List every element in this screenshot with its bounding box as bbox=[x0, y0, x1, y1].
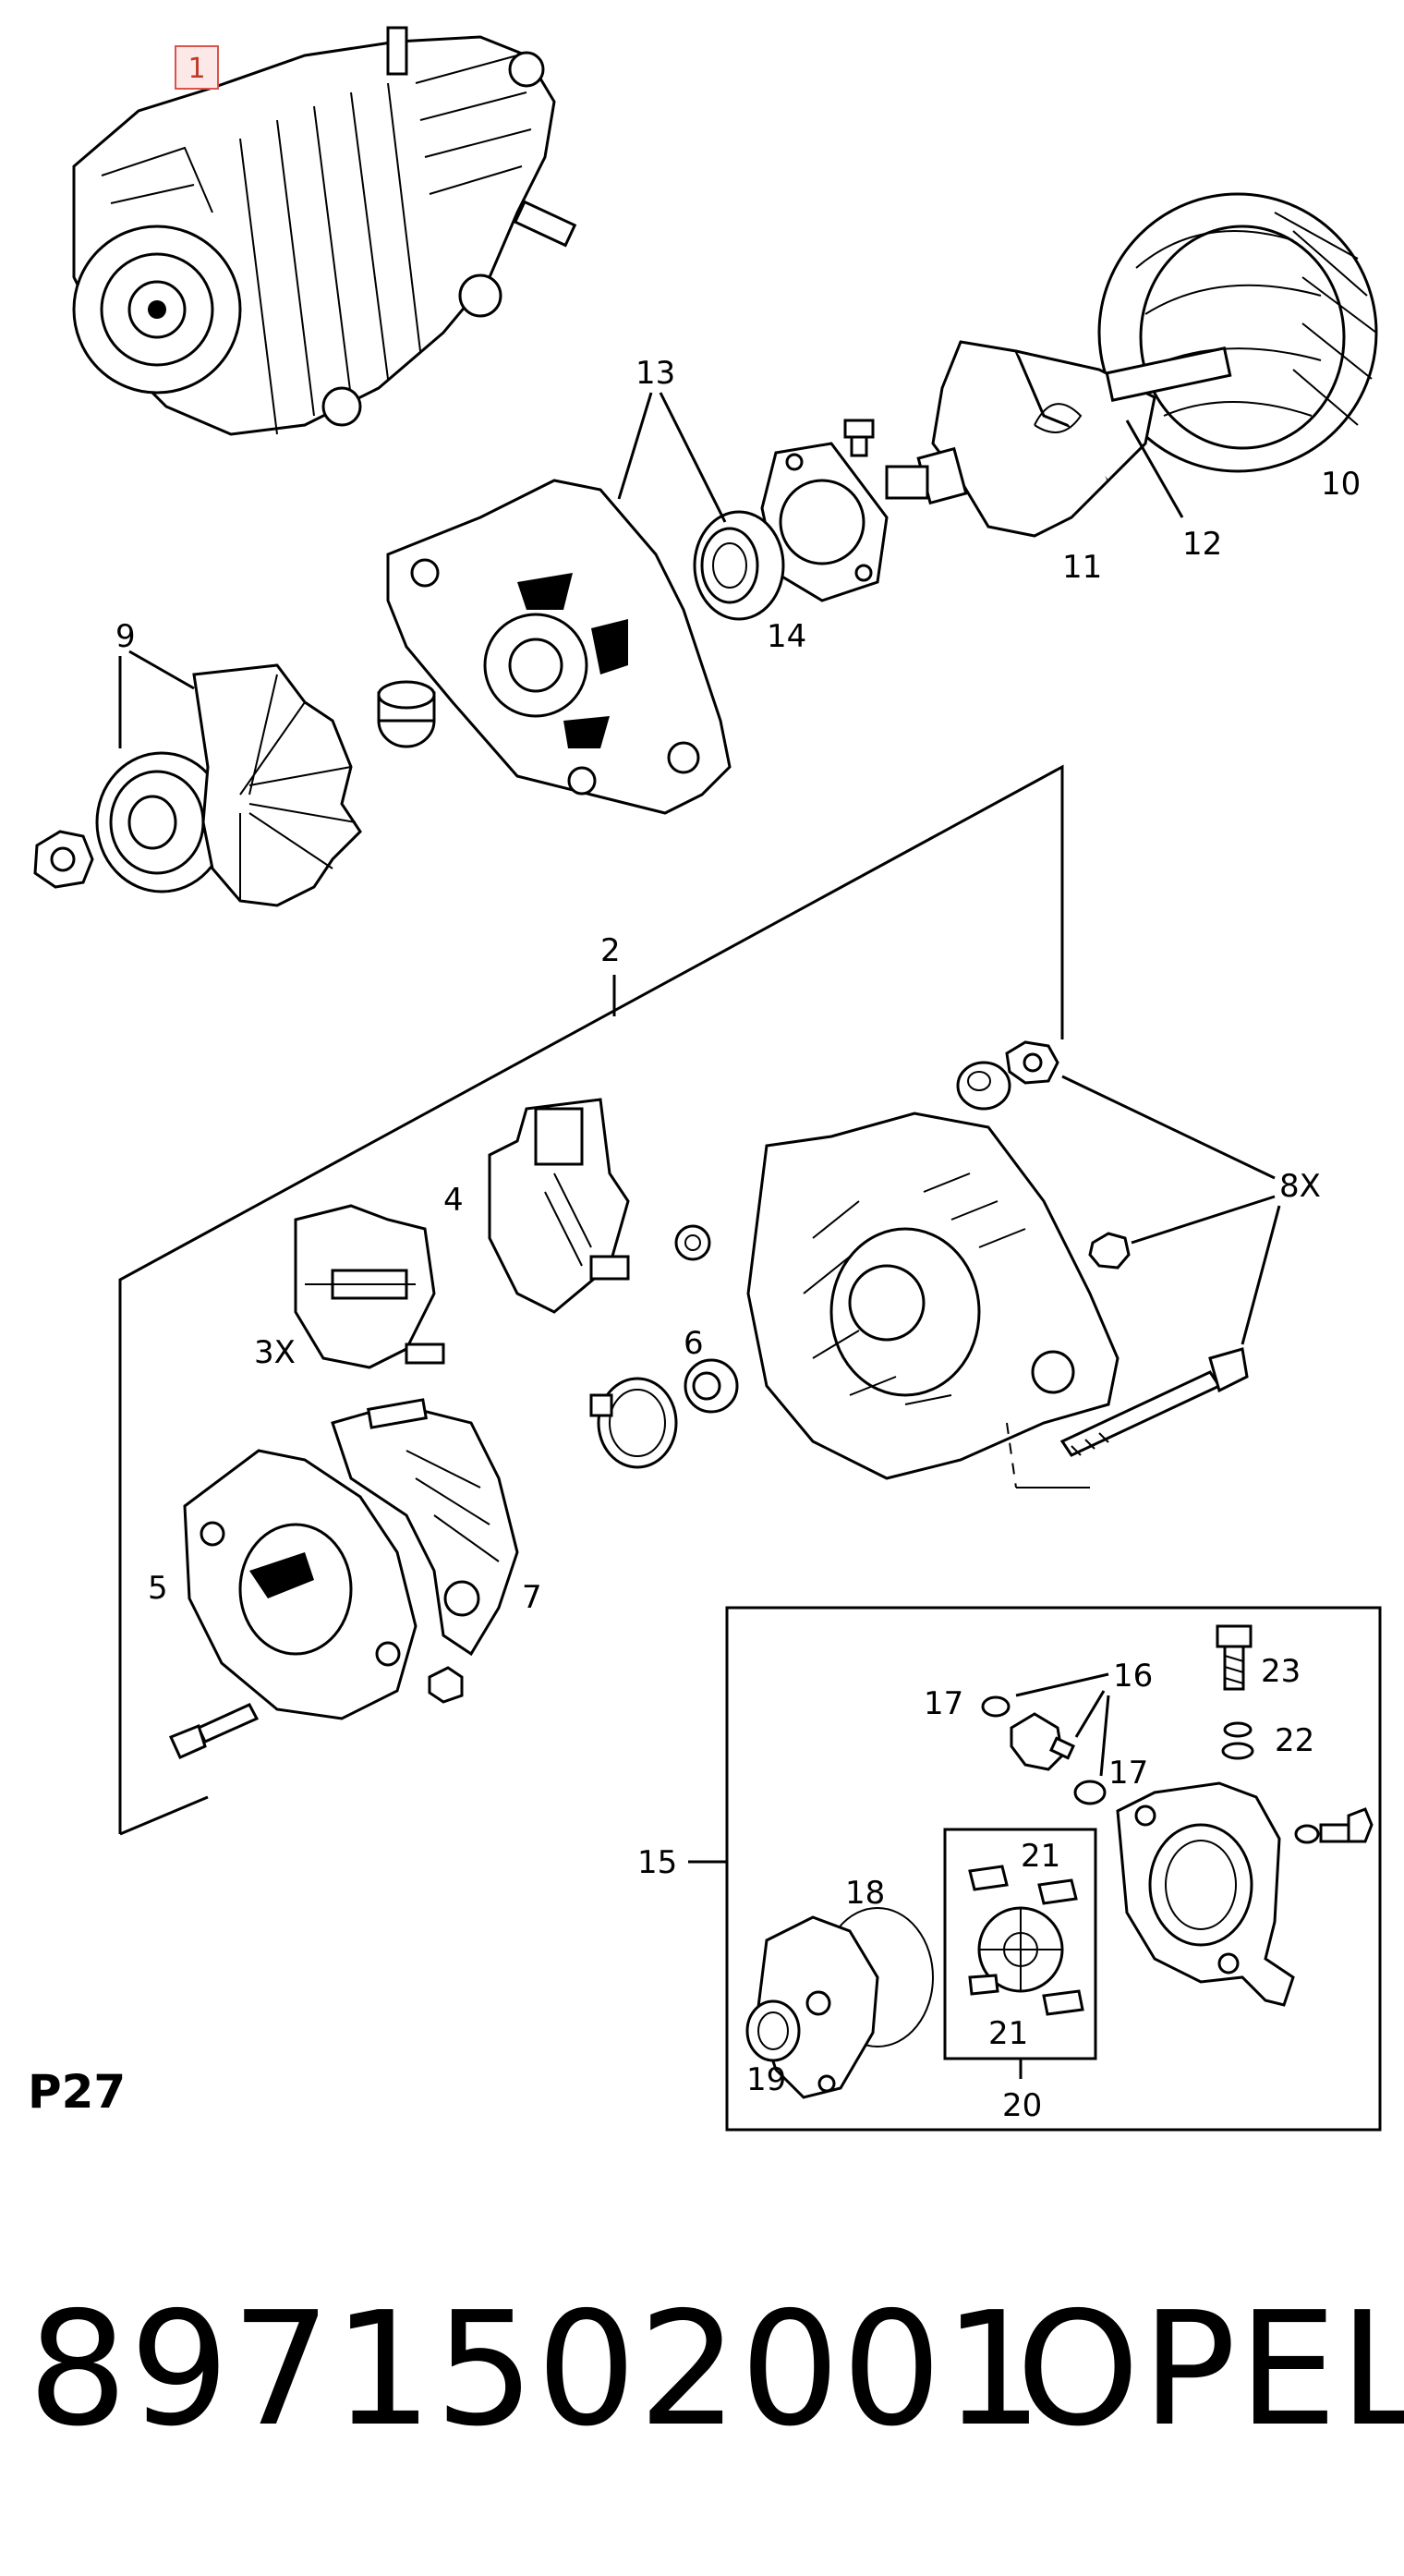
assembly-bracket-2 bbox=[118, 764, 1064, 1834]
label-12: 12 bbox=[1182, 526, 1222, 563]
drive-end-frame-illustration bbox=[386, 479, 732, 815]
pulley-nut-illustration bbox=[33, 830, 94, 889]
bushing-illustration bbox=[956, 1061, 1011, 1111]
pulley-fan-illustration bbox=[95, 663, 362, 907]
label-13: 13 bbox=[635, 355, 675, 392]
label-16: 16 bbox=[1113, 1658, 1153, 1695]
label-17-lower: 17 bbox=[1108, 1755, 1148, 1792]
brand-name: OPEL bbox=[1016, 2278, 1404, 2461]
washer-17-upper bbox=[981, 1695, 1011, 1718]
label-14: 14 bbox=[767, 618, 806, 655]
bearing-illustration bbox=[693, 510, 785, 621]
label-19: 19 bbox=[746, 2061, 786, 2098]
pump-rotor-illustration bbox=[968, 1865, 1084, 2016]
label-5: 5 bbox=[148, 1570, 168, 1607]
through-bolt-illustration bbox=[1059, 1347, 1249, 1457]
reference-tag bbox=[175, 45, 219, 90]
part-number: 8971502001 bbox=[28, 2278, 1046, 2461]
insulator-illustration bbox=[674, 1224, 711, 1261]
alternator-assembly-illustration bbox=[72, 26, 577, 436]
label-2: 2 bbox=[600, 932, 621, 969]
pump-cover-illustration bbox=[745, 1915, 879, 2099]
brush-holder-illustration bbox=[488, 1098, 630, 1314]
kit-box-15 bbox=[725, 1606, 1382, 2132]
cover-screw-illustration bbox=[428, 1666, 464, 1704]
label-6: 6 bbox=[684, 1325, 704, 1362]
small-nut-illustration bbox=[1088, 1232, 1131, 1270]
rotor-illustration bbox=[885, 340, 1232, 538]
label-20: 20 bbox=[1002, 2087, 1042, 2124]
label-4: 4 bbox=[443, 1182, 464, 1219]
cover-bolt-illustration bbox=[168, 1703, 260, 1759]
flange-nut-illustration bbox=[1005, 1040, 1059, 1085]
rectifier-illustration bbox=[331, 1398, 519, 1657]
spacer-sleeve-illustration bbox=[377, 680, 436, 748]
label-9: 9 bbox=[115, 618, 136, 655]
vacuum-pump-housing-illustration bbox=[1116, 1781, 1295, 2007]
label-10: 10 bbox=[1321, 466, 1361, 503]
assembly-bracket-2-bottom bbox=[119, 1795, 209, 1836]
screw-illustration bbox=[843, 419, 875, 457]
label-7: 7 bbox=[522, 1579, 542, 1616]
label-17-upper: 17 bbox=[924, 1685, 963, 1722]
label-23: 23 bbox=[1261, 1653, 1301, 1690]
regulator-illustration bbox=[294, 1204, 445, 1369]
label-22: 22 bbox=[1275, 1722, 1314, 1759]
page-code: P27 bbox=[28, 2065, 127, 2119]
label-15: 15 bbox=[637, 1844, 677, 1881]
label-18: 18 bbox=[845, 1875, 885, 1912]
label-21-upper: 21 bbox=[1021, 1838, 1060, 1875]
label-11: 11 bbox=[1062, 549, 1102, 586]
pump-bolt-illustration bbox=[1294, 1807, 1374, 1844]
stator-illustration bbox=[1097, 192, 1378, 473]
bolt-23-illustration bbox=[1216, 1624, 1253, 1691]
insulating-bushing-illustration bbox=[684, 1358, 739, 1414]
washers-22-illustration bbox=[1221, 1721, 1254, 1760]
bearing-retainer-plate-illustration bbox=[760, 442, 889, 602]
reference-tag-label: 1 bbox=[188, 53, 205, 85]
label-3x: 3X bbox=[254, 1334, 296, 1371]
washer-17-lower bbox=[1073, 1780, 1107, 1805]
seal-ring-illustration bbox=[589, 1377, 678, 1469]
fitting-16-illustration bbox=[1010, 1712, 1076, 1771]
rear-cover-illustration bbox=[183, 1449, 418, 1720]
rear-housing-illustration bbox=[746, 1112, 1120, 1488]
label-8x: 8X bbox=[1279, 1168, 1321, 1205]
label-21-lower: 21 bbox=[988, 2015, 1028, 2052]
